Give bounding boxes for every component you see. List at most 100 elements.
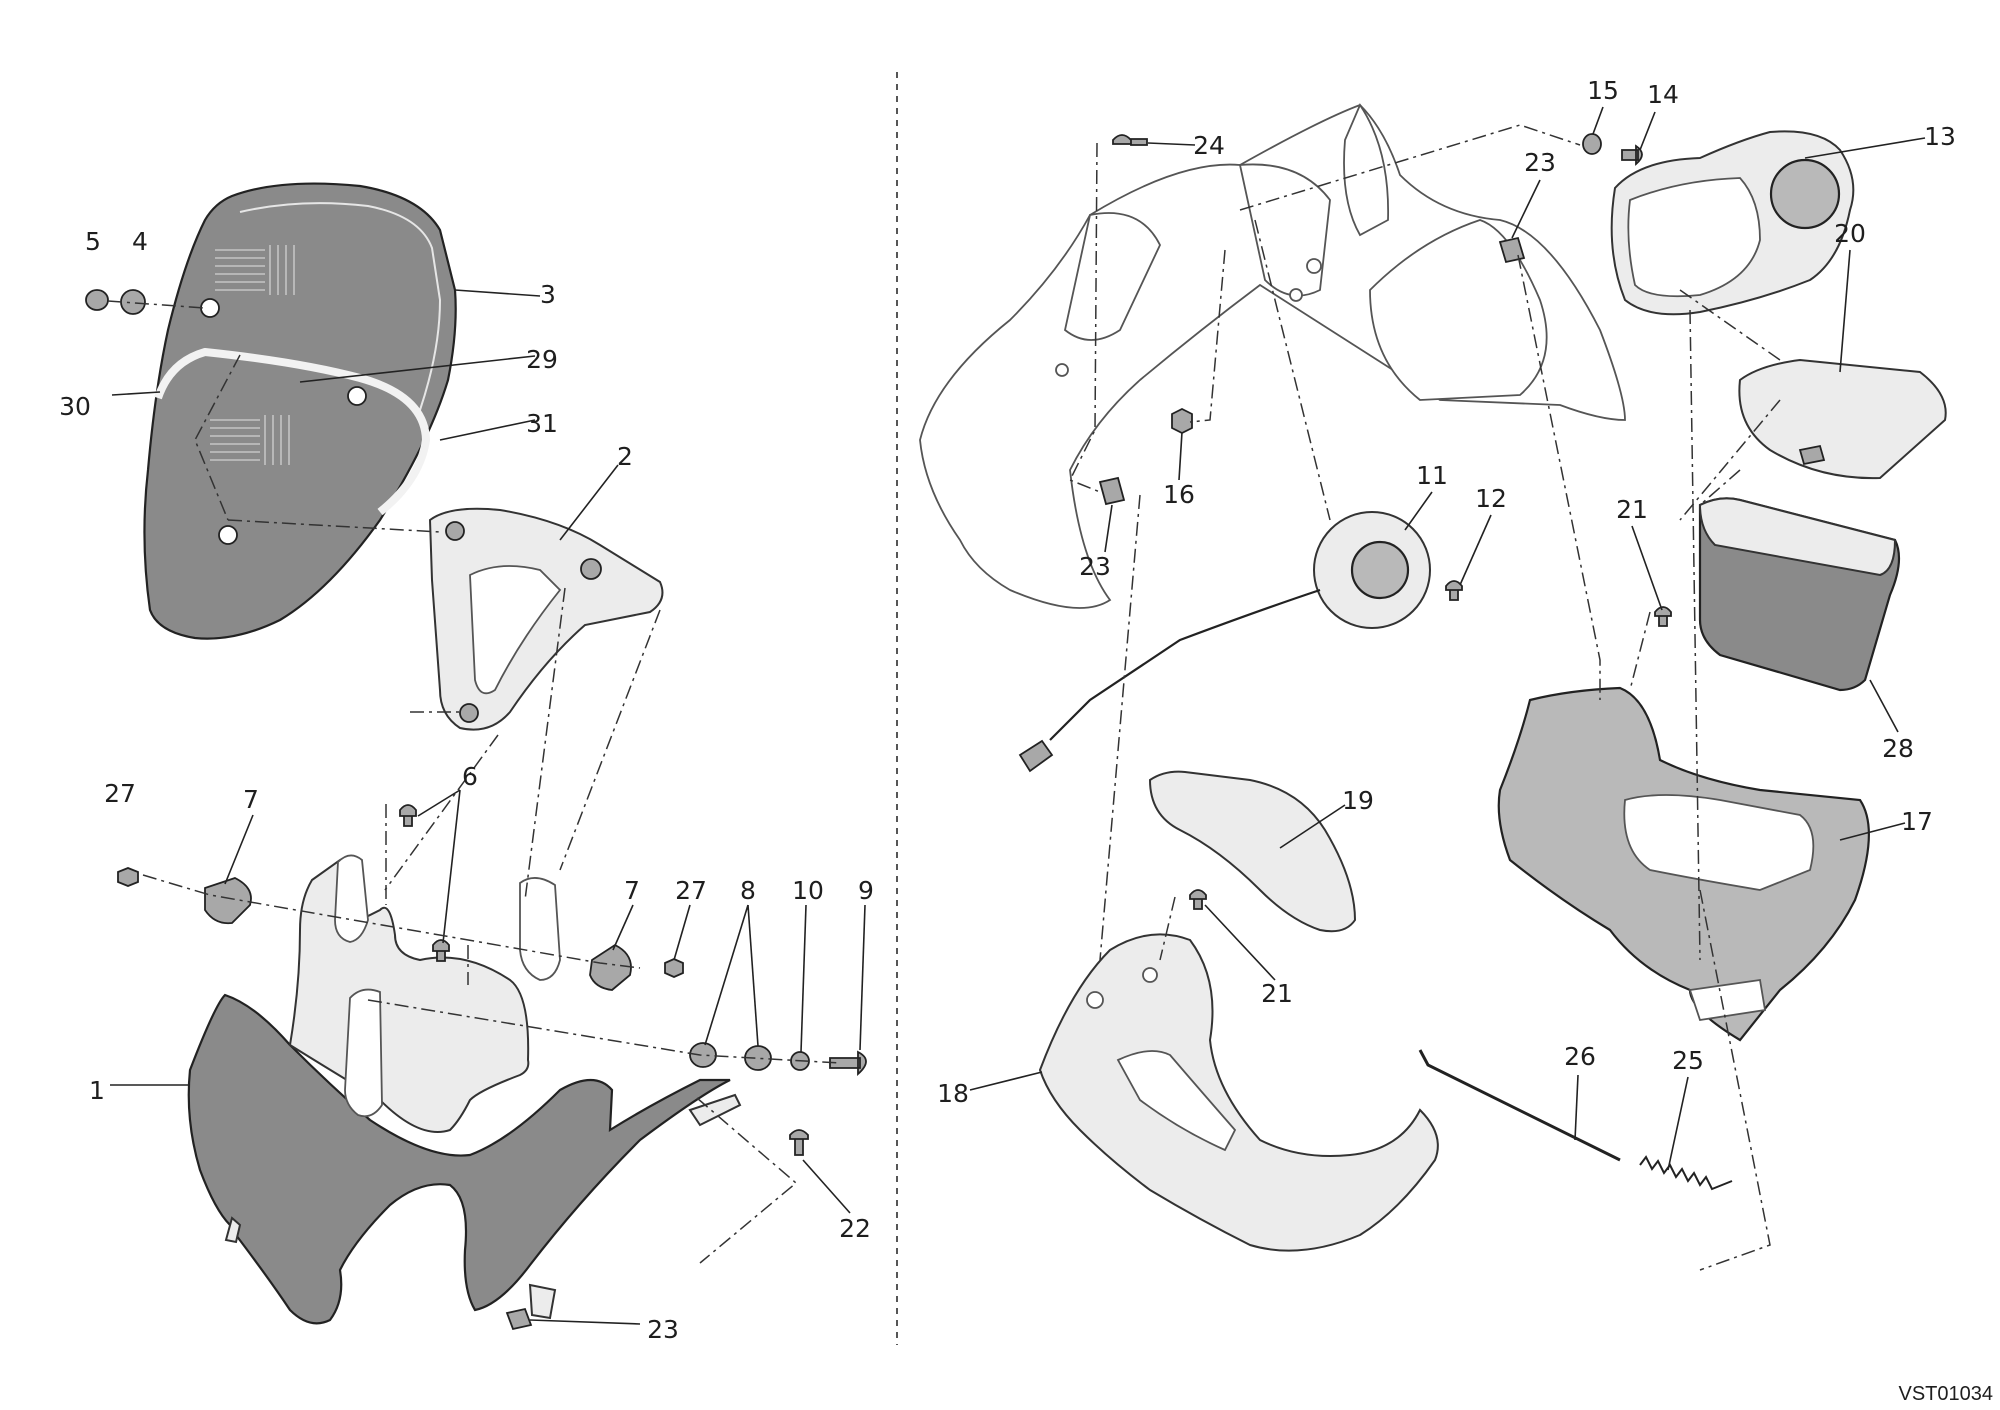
left-leader-lines: [110, 289, 866, 1325]
callout-number: 21: [1261, 979, 1293, 1008]
storage-lid-part: [1148, 770, 1357, 933]
callout-number: 4: [132, 227, 148, 256]
bracket-hole-1: [445, 521, 465, 541]
grommet-part-4: [120, 289, 146, 315]
lower-inner-panel-tab: [1688, 978, 1767, 1022]
fairing-left-tab: [224, 1216, 242, 1244]
washer-part-15: [1582, 133, 1602, 155]
screen-hole-1: [200, 298, 220, 318]
callout-number: 10: [792, 876, 824, 905]
callout-number: 7: [243, 785, 259, 814]
bracket-hole-2: [580, 558, 602, 580]
speaker-connector: [1018, 739, 1054, 773]
storage-cover-part: [1738, 358, 1947, 480]
instrument-panel-dial: [1769, 158, 1841, 230]
callout-number: 1: [89, 1076, 105, 1105]
callout-number: 11: [1416, 461, 1448, 490]
nut-part-27-left: [117, 867, 139, 887]
lower-fairing-hole: [1086, 991, 1104, 1009]
fairing-vent-left: [334, 854, 369, 943]
callout-number: 31: [526, 409, 558, 438]
screw-part-6-upper: [399, 804, 417, 827]
glove-box-rim: [1698, 497, 1897, 577]
callout-number: 24: [1193, 131, 1225, 160]
callout-number: 14: [1647, 80, 1679, 109]
screen-hole-3: [218, 525, 238, 545]
drawing-code: VST01034: [1898, 1383, 1993, 1405]
right-assembly: [919, 103, 1947, 1271]
lower-fairing-part: [1038, 933, 1439, 1252]
callout-number: 23: [647, 1315, 679, 1344]
callout-number: 22: [839, 1214, 871, 1243]
screw-part-9: [829, 1050, 867, 1076]
lower-inner-panel-opening: [1623, 794, 1815, 891]
clip-part-23-mid: [1098, 476, 1126, 506]
callout-number: 3: [540, 280, 556, 309]
fairing-vent-lower: [344, 988, 383, 1118]
callout-number: 18: [937, 1079, 969, 1108]
nut-part-16: [1171, 407, 1193, 435]
headlight-fairing-part: [187, 993, 731, 1325]
screen-bracket-part: [428, 507, 664, 731]
screw-part-21-upper: [1654, 606, 1672, 627]
callout-number: 17: [1901, 807, 1933, 836]
storage-cover-latch: [1798, 444, 1826, 466]
inner-fairing-detail-1: [1064, 212, 1162, 341]
lower-fairing-opening: [1116, 1050, 1237, 1152]
screw-part-21-lower: [1189, 889, 1207, 910]
adjuster-knob-right: [589, 943, 632, 991]
windscreen-part: [143, 182, 457, 640]
adjuster-knob-left: [204, 877, 252, 925]
screw-part-24: [1112, 134, 1148, 146]
callout-number: 7: [624, 876, 640, 905]
speaker-center: [1350, 540, 1410, 600]
speaker-cable: [1049, 588, 1321, 741]
callout-number: 13: [1924, 122, 1956, 151]
right-assembly-lines: [1068, 124, 1781, 1271]
screw-part-14: [1621, 144, 1643, 166]
callout-number: 15: [1587, 76, 1619, 105]
callout-number: 6: [462, 762, 478, 791]
instrument-panel-screen: [1627, 177, 1761, 298]
frame-hole-3: [1289, 288, 1303, 302]
callout-number: 20: [1834, 219, 1866, 248]
callout-number: 29: [526, 345, 558, 374]
spacer-part-8-a: [689, 1042, 717, 1068]
nut-part-27-right: [664, 958, 684, 978]
screen-hole-2: [347, 386, 367, 406]
screen-bracket-cutout: [469, 565, 562, 695]
screw-part-12: [1445, 580, 1463, 601]
callout-number: 5: [85, 227, 101, 256]
frame-hole-2: [1306, 258, 1322, 274]
washer-part-5: [85, 289, 109, 311]
callout-number: 8: [740, 876, 756, 905]
right-leader-lines: [969, 106, 1926, 1171]
screw-part-22: [789, 1129, 809, 1156]
frame-hole-1: [1055, 363, 1069, 377]
callout-labels: 5 4 3 29 30 31 26 27 7 7 27 8 10 9 12 2 23 24 15 14 13 23 20 1 6…: [59, 76, 1956, 1344]
windscreen-texture: [210, 245, 295, 465]
inner-fairing-detail-3: [1343, 103, 1390, 237]
fairing-bracket-tab: [688, 1093, 742, 1127]
callout-number: 23: [1524, 148, 1556, 177]
callout-number: 27: [104, 779, 136, 808]
callout-number: 2: [617, 442, 633, 471]
callout-number: 28: [1882, 734, 1914, 763]
callout-number: 21: [1616, 495, 1648, 524]
spring-part: [1639, 1155, 1733, 1191]
bracket-hole-3: [459, 703, 479, 723]
callout-number: 30: [59, 392, 91, 421]
callout-number: 9: [858, 876, 874, 905]
left-assembly: [85, 182, 867, 1331]
callout-number: 12: [1475, 484, 1507, 513]
callout-number: 27: [675, 876, 707, 905]
left-assembly-lines: [107, 300, 841, 1264]
support-rod-part: [1418, 1049, 1621, 1162]
callout-number: 25: [1672, 1046, 1704, 1075]
windscreen-trim-line: [154, 347, 431, 516]
clip-part-23-left: [505, 1307, 533, 1331]
windscreen-inner-edge: [239, 202, 442, 411]
callout-number: 26: [1564, 1042, 1596, 1071]
callout-number: 23: [1079, 552, 1111, 581]
